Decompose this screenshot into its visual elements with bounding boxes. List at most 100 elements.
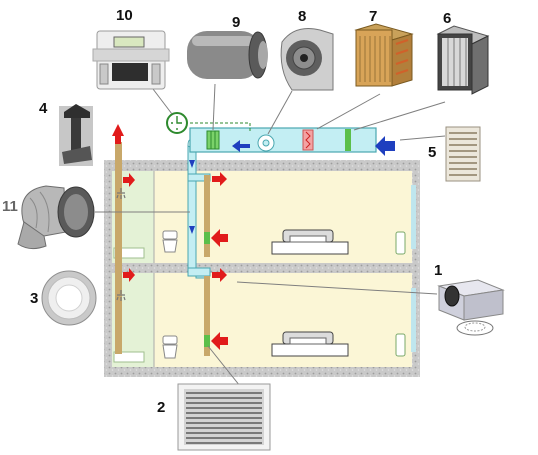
callout-label-11: 11 [2, 198, 18, 215]
extract-arrow-lower [211, 332, 228, 350]
ahu-flow-arrow [232, 140, 250, 152]
filter-pleats [447, 38, 467, 86]
exhaust-riser-duct [115, 142, 122, 354]
louvre-blades [449, 132, 477, 176]
diffuser-plate [456, 320, 494, 336]
diffuser-spigot [444, 285, 460, 307]
control-dashed-line [180, 122, 251, 133]
filter-icon [436, 25, 490, 95]
controller-keypad [112, 63, 148, 81]
leader-line-2 [207, 345, 241, 387]
grille-blades [186, 392, 262, 444]
callout-label-6: 6 [443, 10, 452, 27]
extract-arrow-upper [211, 229, 228, 247]
radiator-icon [395, 231, 406, 357]
ahu-duct-bend [187, 139, 191, 147]
coil-tubes [395, 39, 409, 75]
silencer-collar [258, 41, 268, 69]
leader-lines [95, 83, 446, 387]
toilet-bowl-lower [162, 344, 178, 359]
controller-terminal [99, 63, 109, 85]
silencer-highlight [192, 36, 254, 46]
air-valve-disc [55, 284, 83, 312]
roof-hood-cap [64, 104, 90, 118]
shower-icon [116, 188, 126, 199]
ahu-heater-zigzag [305, 131, 311, 149]
louvre-icon [445, 126, 481, 182]
fan-hub [262, 139, 270, 147]
outdoor-intake-arrow [375, 136, 395, 156]
bed-mattress-lower [271, 343, 349, 357]
bed-mattress-upper [271, 241, 349, 255]
controller-symbol [166, 112, 188, 134]
roof-hood-flange [62, 146, 92, 164]
exhaust-riser [112, 124, 124, 354]
silencer-section [206, 130, 220, 150]
controller-clock-hands [171, 116, 182, 130]
leader-line-1 [236, 281, 438, 295]
callout-label-4: 4 [39, 100, 48, 117]
controller-icon [92, 30, 170, 90]
callout-label-2: 2 [157, 399, 166, 416]
roof-hood-icon [59, 104, 93, 166]
elbow-icon [17, 185, 95, 250]
air-valve-icon [41, 270, 97, 326]
bath-mirror-upper [113, 247, 145, 259]
grille-icon [177, 383, 271, 451]
supply-outlet-arrow-lower [212, 268, 227, 282]
diffuser-box-side [463, 289, 504, 321]
building-section [104, 160, 420, 377]
filter-frame-side [471, 35, 489, 95]
extract-column-lower [204, 276, 210, 356]
elbow-lip [64, 194, 88, 230]
shower-icon [116, 290, 126, 301]
coil-icon [354, 23, 414, 87]
supply-branch-lower [187, 267, 211, 277]
extract-column [123, 172, 228, 356]
controller-din-rail [92, 48, 170, 62]
supply-down-arrow-2 [189, 226, 195, 234]
bath-extract-arrow-lower [123, 268, 135, 282]
roof-hood-stem [71, 118, 81, 158]
room-lower [112, 273, 412, 367]
extract-column-upper [204, 175, 210, 257]
callout-label-10: 10 [116, 7, 133, 24]
callout-label-1: 1 [434, 262, 443, 279]
toilet-tank-upper [162, 230, 178, 240]
bed-icon [271, 229, 349, 357]
window-upper [411, 185, 416, 249]
elbow-downleg [17, 221, 47, 250]
room-upper [112, 171, 412, 263]
callout-label-8: 8 [298, 8, 307, 25]
exhaust-outlet-arrow [112, 124, 124, 144]
supply-outlet-arrow-upper [212, 172, 227, 186]
bed-pillows-lower [289, 337, 327, 345]
callout-label-5: 5 [428, 144, 437, 161]
controller-terminal [151, 63, 161, 85]
callout-label-7: 7 [369, 8, 378, 25]
leader-line-10 [152, 88, 173, 115]
coil-face [355, 29, 393, 87]
fan-motor [300, 54, 308, 62]
fan-icon [280, 28, 334, 91]
bed-pillows-upper [289, 235, 327, 243]
leader-line-8 [267, 90, 293, 135]
leader-line-7 [316, 93, 381, 130]
ahu-filter-section [345, 129, 351, 151]
radiator-upper [395, 231, 406, 255]
leader-line-9 [212, 83, 216, 131]
diffuser-icon [437, 279, 505, 336]
air-handling-unit [180, 122, 395, 156]
controller-display [113, 36, 145, 48]
callout-label-3: 3 [30, 290, 39, 307]
leader-line-6 [353, 101, 446, 131]
shower-icon [116, 188, 126, 301]
callout-label-9: 9 [232, 14, 241, 31]
leader-line-5 [399, 135, 446, 141]
coil-fins [359, 36, 391, 82]
elbow-segment [29, 191, 50, 233]
ahu-heater-section [302, 129, 314, 151]
bath-mirror-lower [113, 351, 145, 363]
radiator-lower [395, 333, 406, 357]
diffuser-vanes [464, 322, 486, 332]
